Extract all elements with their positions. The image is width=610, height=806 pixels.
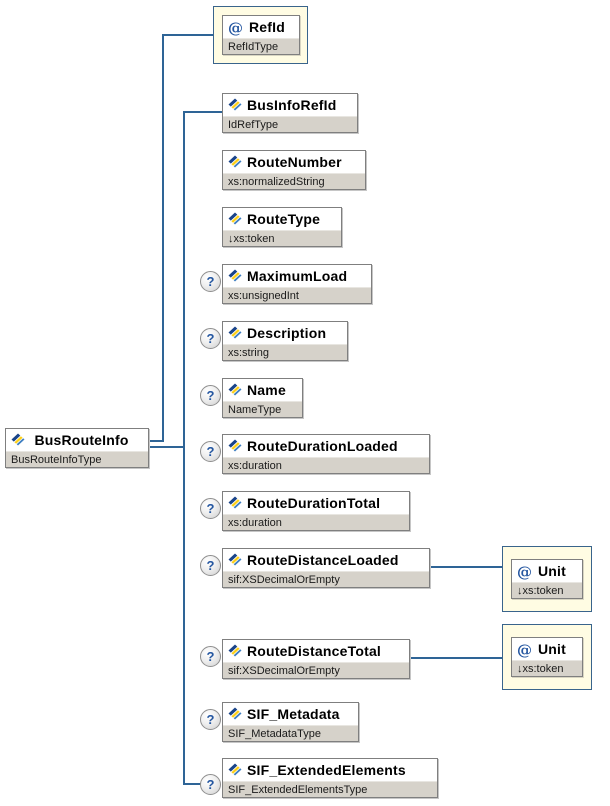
element-icon — [228, 439, 242, 452]
element-icon — [228, 326, 242, 339]
connector-line — [162, 34, 214, 36]
element-box-routetype[interactable]: RouteType ↓xs:token — [222, 207, 342, 247]
attribute-name: RefId — [249, 19, 285, 35]
element-icon — [228, 155, 242, 168]
element-box-name[interactable]: Name NameType — [222, 378, 303, 418]
element-type: SIF_MetadataType — [223, 725, 358, 741]
element-name: Name — [247, 382, 286, 398]
element-box-routedistanceloaded[interactable]: RouteDistanceLoaded sif:XSDecimalOrEmpty — [222, 548, 430, 588]
optional-indicator: ? — [200, 271, 221, 292]
element-box-description[interactable]: Description xs:string — [222, 321, 348, 361]
element-box-sif-extendedelements[interactable]: SIF_ExtendedElements SIF_ExtendedElement… — [222, 758, 438, 798]
element-type: xs:normalizedString — [223, 173, 365, 189]
element-box-routedistancetotal[interactable]: RouteDistanceTotal sif:XSDecimalOrEmpty — [222, 639, 410, 679]
connector-line — [408, 657, 502, 659]
optional-indicator: ? — [200, 709, 221, 730]
element-name: RouteDistanceTotal — [247, 643, 382, 659]
element-icon — [228, 269, 242, 282]
element-icon — [228, 496, 242, 509]
attribute-type: ↓xs:token — [512, 582, 582, 598]
element-icon — [228, 553, 242, 566]
element-box-routedurationtotal[interactable]: RouteDurationTotal xs:duration — [222, 491, 410, 531]
element-name: BusInfoRefId — [247, 97, 337, 113]
element-box-sif-metadata[interactable]: SIF_Metadata SIF_MetadataType — [222, 702, 359, 742]
attribute-icon: @ — [228, 19, 243, 37]
connector-line — [428, 566, 502, 568]
element-type: BusRouteInfoType — [6, 451, 148, 467]
connector-line — [183, 111, 222, 113]
element-box-businforefid[interactable]: BusInfoRefId IdRefType — [222, 93, 358, 133]
element-type: SIF_ExtendedElementsType — [223, 781, 437, 797]
element-icon — [228, 383, 242, 396]
attribute-icon: @ — [517, 641, 532, 659]
element-icon — [228, 644, 242, 657]
connector-line — [147, 440, 164, 442]
element-box-busrouteinfo[interactable]: BusRouteInfo BusRouteInfoType — [5, 428, 149, 468]
attribute-type: RefIdType — [223, 38, 299, 54]
optional-indicator: ? — [200, 774, 221, 795]
connector-line — [147, 446, 185, 448]
element-name: SIF_Metadata — [247, 706, 340, 722]
attribute-name: Unit — [538, 563, 567, 579]
element-icon — [11, 433, 25, 446]
optional-indicator: ? — [200, 498, 221, 519]
element-icon — [228, 763, 242, 776]
element-type: xs:duration — [223, 514, 409, 530]
element-type: NameType — [223, 401, 302, 417]
attribute-box-unit-total[interactable]: @ Unit ↓xs:token — [502, 624, 592, 690]
optional-indicator: ? — [200, 328, 221, 349]
attribute-type: ↓xs:token — [512, 660, 582, 676]
attribute-name: Unit — [538, 641, 567, 657]
element-name: BusRouteInfo — [34, 432, 129, 448]
attribute-box-unit-loaded[interactable]: @ Unit ↓xs:token — [502, 546, 592, 612]
element-name: RouteDurationTotal — [247, 495, 381, 511]
element-name: RouteType — [247, 211, 321, 227]
element-type: IdRefType — [223, 116, 357, 132]
element-type: sif:XSDecimalOrEmpty — [223, 571, 429, 587]
element-icon — [228, 212, 242, 225]
optional-indicator: ? — [200, 441, 221, 462]
element-name: SIF_ExtendedElements — [247, 762, 406, 778]
connector-line — [183, 111, 185, 785]
element-type: ↓xs:token — [223, 230, 341, 246]
element-box-routenumber[interactable]: RouteNumber xs:normalizedString — [222, 150, 366, 190]
element-name: Description — [247, 325, 327, 341]
connector-line — [162, 34, 164, 442]
element-type: xs:string — [223, 344, 347, 360]
element-icon — [228, 98, 242, 111]
element-icon — [228, 707, 242, 720]
attribute-box-refid[interactable]: @ RefId RefIdType — [213, 6, 308, 64]
attribute-icon: @ — [517, 563, 532, 581]
element-type: sif:XSDecimalOrEmpty — [223, 662, 409, 678]
element-name: RouteDurationLoaded — [247, 438, 398, 454]
element-box-routedurationloaded[interactable]: RouteDurationLoaded xs:duration — [222, 434, 430, 474]
element-type: xs:duration — [223, 457, 429, 473]
optional-indicator: ? — [200, 385, 221, 406]
connector-line — [183, 783, 203, 785]
element-name: RouteDistanceLoaded — [247, 552, 399, 568]
element-box-maximumload[interactable]: MaximumLoad xs:unsignedInt — [222, 264, 372, 304]
element-name: MaximumLoad — [247, 268, 348, 284]
element-type: xs:unsignedInt — [223, 287, 371, 303]
element-name: RouteNumber — [247, 154, 342, 170]
optional-indicator: ? — [200, 555, 221, 576]
optional-indicator: ? — [200, 646, 221, 667]
